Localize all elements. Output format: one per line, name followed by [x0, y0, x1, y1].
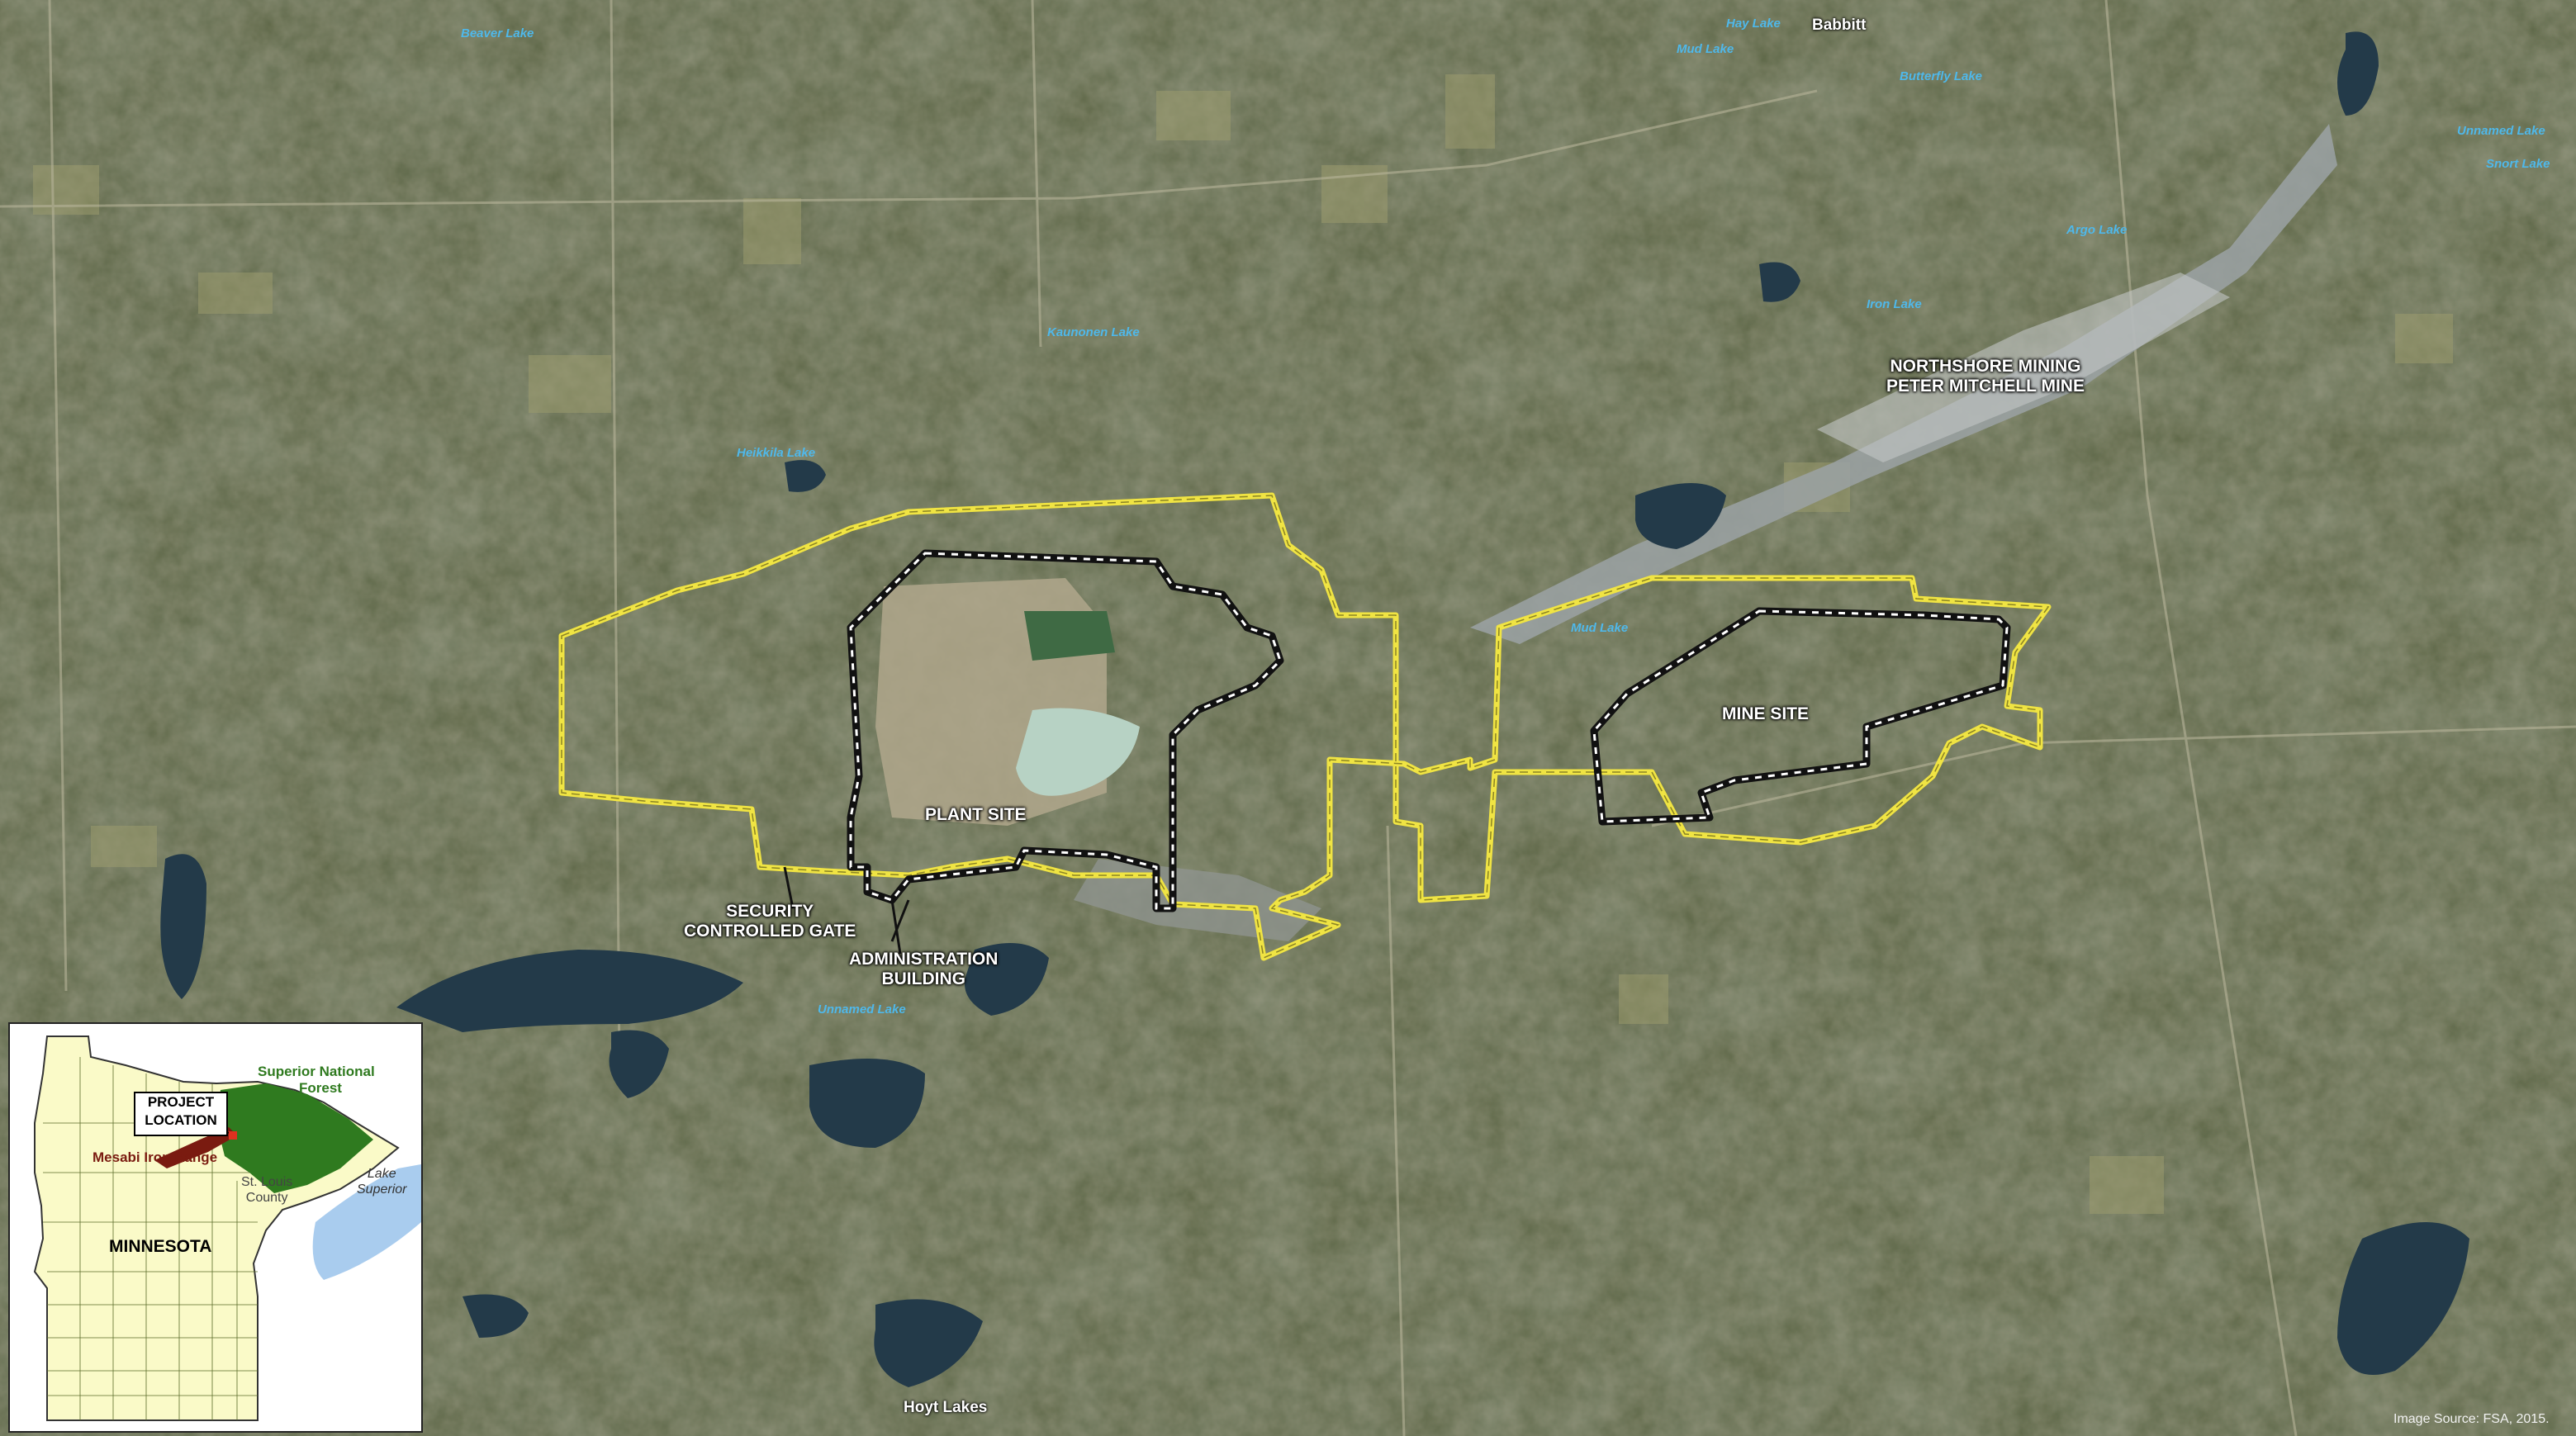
superior-nf-label: Superior National Forest — [258, 1064, 375, 1097]
lake-superior-line1: Lake — [367, 1167, 396, 1181]
lakes — [160, 31, 2469, 1387]
admin-line1: ADMINISTRATION — [849, 950, 999, 969]
superior-nf-line2: Forest — [299, 1080, 342, 1096]
clearings — [33, 74, 2453, 1214]
project-location-label: PROJECT LOCATION — [134, 1092, 228, 1136]
peter-mitchell-mine-label: NORTHSHORE MINING PETER MITCHELL MINE — [1886, 357, 2085, 396]
leader-lines — [783, 866, 910, 955]
heikkila-lake-label: Heikkila Lake — [737, 446, 816, 460]
admin-line2: BUILDING — [881, 969, 965, 988]
gate-line2: CONTROLLED GATE — [684, 922, 856, 941]
pond-green — [1024, 611, 1115, 661]
minnesota-label: MINNESOTA — [109, 1237, 212, 1256]
unnamed-lake-ne-label: Unnamed Lake — [2457, 124, 2545, 138]
mud-lake-north-label: Mud Lake — [1677, 42, 1734, 56]
lake-superior-line2: Superior — [357, 1182, 407, 1197]
gate-line1: SECURITY — [726, 902, 814, 921]
st-louis-line1: St. Louis — [241, 1175, 293, 1189]
superior-national-forest-shape — [216, 1083, 373, 1193]
kaunonen-lake-label: Kaunonen Lake — [1047, 325, 1140, 339]
plant-site-label: PLANT SITE — [925, 805, 1027, 824]
beaver-lake-label: Beaver Lake — [461, 26, 534, 40]
mesabi-iron-range-label: Mesabi Iron Range — [93, 1149, 218, 1165]
st-louis-county-label: St. Louis County — [241, 1174, 292, 1206]
plant-site-boundary — [847, 549, 1284, 912]
st-louis-line2: County — [245, 1191, 288, 1205]
hoyt-lakes-label: Hoyt Lakes — [904, 1399, 988, 1416]
lake-superior-label: Lake Superior — [357, 1166, 406, 1197]
mine-name-line1: NORTHSHORE MINING — [1890, 357, 2081, 376]
snort-lake-label: Snort Lake — [2486, 157, 2550, 171]
tailings-pond — [1016, 708, 1140, 796]
hay-lake-label: Hay Lake — [1726, 17, 1781, 31]
mine-site-boundary — [1590, 607, 2011, 826]
project-location-line2: LOCATION — [145, 1112, 217, 1128]
peter-mitchell-pit — [1470, 124, 2337, 644]
lake-superior-shape — [312, 1164, 421, 1280]
administration-building-label: ADMINISTRATION BUILDING — [849, 950, 998, 989]
inset-locator-map: PROJECT LOCATION Superior National Fores… — [8, 1022, 423, 1433]
argo-lake-label: Argo Lake — [2066, 223, 2128, 237]
mud-lake-mine-label: Mud Lake — [1571, 621, 1629, 635]
mesabi-iron-range-shape — [154, 1127, 237, 1168]
babbitt-label: Babbitt — [1812, 17, 1867, 34]
project-location-line1: PROJECT — [147, 1094, 215, 1110]
superior-nf-line1: Superior National — [258, 1064, 375, 1079]
mine-site-label: MINE SITE — [1722, 704, 1810, 723]
mine-name-line2: PETER MITCHELL MINE — [1886, 377, 2085, 396]
security-gate-label: SECURITY CONTROLLED GATE — [684, 902, 856, 941]
pit-highlight — [1817, 273, 2230, 462]
project-boundary — [558, 492, 2052, 961]
iron-lake-label: Iron Lake — [1867, 297, 1922, 311]
project-location-marker — [229, 1131, 237, 1140]
image-source-credit: Image Source: FSA, 2015. — [2393, 1412, 2550, 1426]
butterfly-lake-label: Butterfly Lake — [1900, 69, 1983, 83]
unnamed-lake-south-label: Unnamed Lake — [818, 1002, 906, 1017]
